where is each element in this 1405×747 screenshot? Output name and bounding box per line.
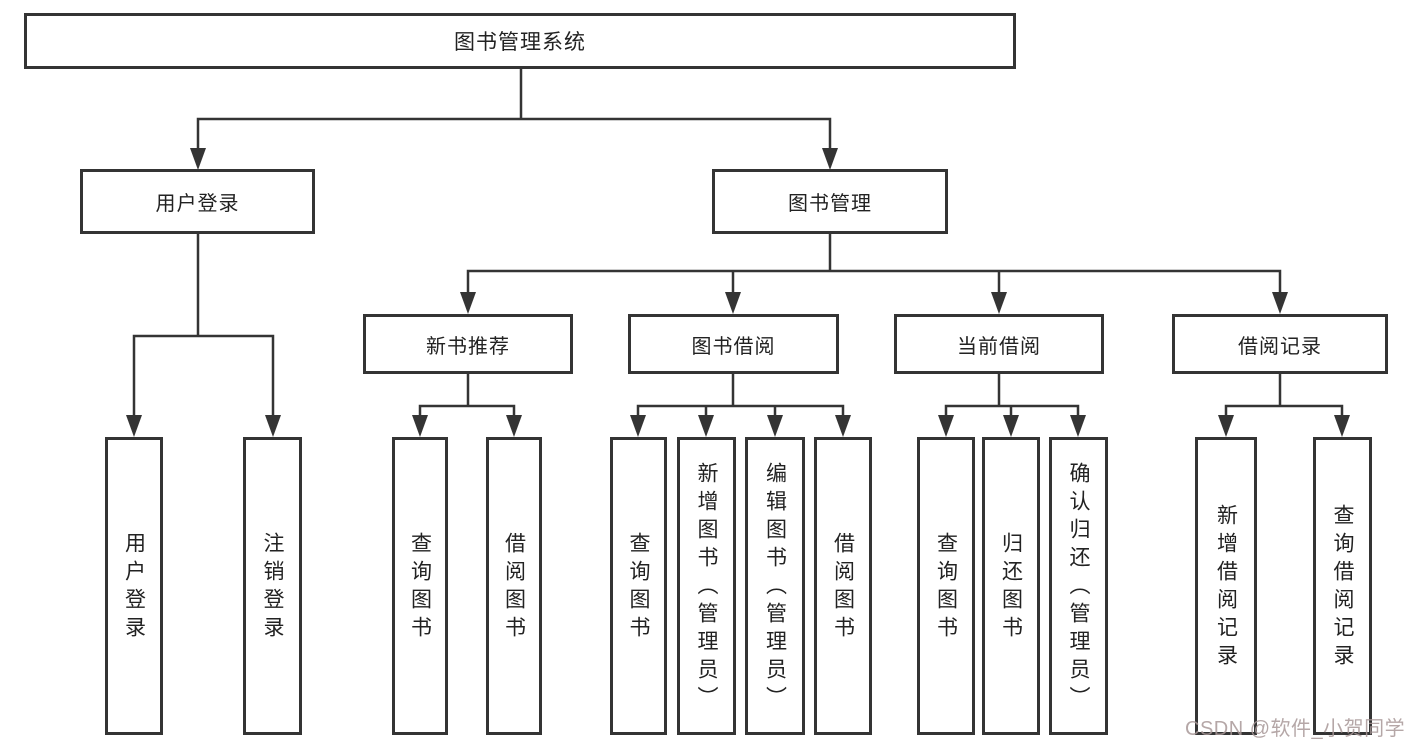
arrowhead — [835, 415, 851, 437]
leaf-query-books-borrowing: 查询图书 — [610, 437, 667, 735]
arrowhead — [265, 415, 281, 437]
leaf-return-books: 归还图书 — [982, 437, 1040, 735]
node-borrowing-records: 借阅记录 — [1172, 314, 1388, 374]
leaf-confirm-return-admin: 确认归还（管理员） — [1049, 437, 1108, 735]
connector-book-management-to-level3 — [466, 232, 1282, 296]
node-book-borrowing: 图书借阅 — [628, 314, 839, 374]
node-user-login: 用户登录 — [80, 169, 315, 234]
leaf-add-borrow-record: 新增借阅记录 — [1195, 437, 1257, 735]
leaf-query-books-recommendation: 查询图书 — [392, 437, 448, 735]
csdn-watermark: CSDN @软件_小贺同学 — [1185, 718, 1405, 740]
connector-book-borrowing-to-leaves — [636, 372, 845, 419]
leaf-user-login: 用户登录 — [105, 437, 163, 735]
arrowhead — [126, 415, 142, 437]
leaf-query-books-current: 查询图书 — [917, 437, 975, 735]
leaf-borrow-books-recommendation: 借阅图书 — [486, 437, 542, 735]
arrowhead — [460, 292, 476, 314]
leaf-add-books-admin: 新增图书（管理员） — [677, 437, 736, 735]
connector-user-login-to-leaves — [132, 232, 275, 419]
arrowhead — [412, 415, 428, 437]
arrowhead — [1218, 415, 1234, 437]
arrowhead — [1334, 415, 1350, 437]
node-current-borrowing: 当前借阅 — [894, 314, 1104, 374]
connector-current-borrowing-to-leaves — [944, 372, 1080, 419]
arrowhead — [1070, 415, 1086, 437]
arrowheads — [126, 148, 1350, 437]
node-book-management: 图书管理 — [712, 169, 948, 234]
node-new-book-recommendation: 新书推荐 — [363, 314, 573, 374]
leaf-logout-login: 注销登录 — [243, 437, 302, 735]
leaf-borrow-books-borrowing: 借阅图书 — [814, 437, 872, 735]
connector-borrowing-records-to-leaves — [1224, 372, 1344, 419]
arrowhead — [767, 415, 783, 437]
arrowhead — [1272, 292, 1288, 314]
leaf-edit-books-admin: 编辑图书（管理员） — [745, 437, 805, 735]
arrowhead — [698, 415, 714, 437]
arrowhead — [630, 415, 646, 437]
arrowhead — [938, 415, 954, 437]
arrowhead — [991, 292, 1007, 314]
leaf-query-borrow-record: 查询借阅记录 — [1313, 437, 1372, 735]
connector-new-book-rec-to-leaves — [418, 372, 516, 419]
arrowhead — [506, 415, 522, 437]
arrowhead — [725, 292, 741, 314]
node-root-library-system: 图书管理系统 — [24, 13, 1016, 69]
arrowhead — [190, 148, 206, 170]
arrowhead — [822, 148, 838, 170]
connector-root-to-level2 — [196, 67, 832, 152]
arrowhead — [1003, 415, 1019, 437]
